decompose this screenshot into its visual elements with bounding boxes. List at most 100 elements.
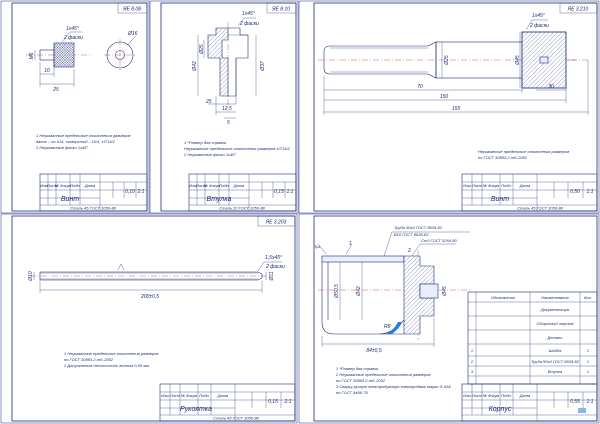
sheet-3[interactable]: ЯЕ 3.210 70 150 155 (298, 0, 600, 214)
sheet-5-part-body (317, 231, 470, 347)
sheet-4-dim-chamfer: 1,5х45° (265, 255, 282, 261)
sheet-3-stamp-h1: Изм (463, 183, 471, 188)
selection-marker (578, 408, 586, 413)
sheet-5-note-2: 2 Неуказанные предельные отклонения разм… (335, 372, 431, 377)
sheet-1-dim-chamfer-count: 2 фаски (63, 35, 83, 41)
sheet-4-stamp-h4: Подп (199, 393, 209, 398)
sheet-3-dim-l2: 150 (440, 94, 449, 100)
sheet-3-note-2: по ГОСТ 30893.2-mK-2002 (478, 155, 528, 160)
sheet-5-spec-row-4-pos: 1 (471, 348, 473, 353)
sheet-3-note-1: Неуказанные предельные отклонения размер… (478, 149, 569, 154)
sheet-5-note-5: по ГОСТ 9466-75 (336, 390, 368, 395)
sheet-1-code: ЯЕ 8.08 (122, 7, 141, 13)
sheet-2-dim-outer: Ø42 (192, 61, 198, 72)
sheet-1-stamp-h1: Изм (40, 183, 48, 188)
sheet-3-stamp-h2: Лист (471, 183, 483, 188)
sheet-5-spec-row-6-name: Втулка (548, 369, 563, 374)
sheet-5-stamp-h2: Лист (471, 393, 483, 398)
sheet-3-dim-chamfer: 1х45° (532, 13, 545, 19)
sheet-5[interactable]: Труба 50х4 ГОСТ 8639-82 В10 ГОСТ 8639-82… (298, 213, 600, 424)
sheet-3-title: Винт (491, 196, 509, 203)
sheet-3-stamp-h3: № докум (483, 183, 500, 188)
sheet-3-title-block (461, 173, 598, 212)
sheet-5-spec-row-4-qty: 1 (587, 348, 589, 353)
sheet-1-stamp-h3: № докум (55, 183, 72, 188)
sheet-5-dim-d1: Ø50,5 (334, 284, 340, 299)
sheet-5-stamp-h1: Изм (463, 393, 471, 398)
sheet-5-stamp-h5: Дата (519, 393, 531, 398)
sheet-5-scale: 1:1 (587, 399, 594, 405)
sheet-5-title: Корпус (489, 406, 512, 413)
sheet-1[interactable]: ЯЕ 8.08 25 10 М6 1х45° 2 фаски Ø16 (0, 0, 150, 214)
sheet-5-spec-head-qty: Кол. (584, 295, 592, 300)
sheet-1-dim-shank: 10 (44, 68, 50, 74)
sheet-5-outer (298, 213, 600, 424)
sheet-1-dim-length: 25 (52, 87, 59, 93)
sheet-2-dim-len3: 5 (227, 120, 230, 126)
sheet-1-dim-thread: М6 (29, 52, 35, 59)
sheet-1-code-box (117, 2, 148, 14)
sheet-5-frame (313, 215, 598, 422)
sheet-4-frame (11, 215, 296, 422)
sheet-2-note-3: 2 Неуказанные фаски 1х45° (183, 152, 237, 157)
sheet-3-dim-chamfer-count: 2 фаски (529, 23, 549, 29)
sheet-5-callout-tr: Тр1 (314, 244, 321, 249)
sheet-2-dim-chamfer: 1х45° (242, 11, 255, 17)
sheet-3-part-screw (318, 19, 589, 115)
sheet-4-title: Рукоятка (180, 406, 212, 413)
sheet-4-mass: 0,15 (268, 399, 278, 405)
sheet-5-note-4: 3 Сварку ручную электродуговую электрода… (336, 384, 451, 389)
sheet-4-title-block (159, 383, 296, 422)
sheet-3-stamp-h4: Подп (501, 183, 511, 188)
sheet-3-mass: 0,50 (570, 189, 580, 195)
table-row: Документация (540, 307, 570, 312)
table-row: Сборочный чертеж (537, 321, 574, 326)
sheet-3-stamp-h5: Дата (519, 183, 531, 188)
sheet-4-stamp-h5: Дата (217, 393, 229, 398)
sheet-2-dim-len: 25 (205, 99, 212, 105)
sheet-5-dim-d3: Ø45 (442, 286, 448, 297)
sheet-5-spec-row-2-name: Сборочный чертеж (537, 321, 574, 326)
sheet-2-dim-right: Ø37 (260, 61, 266, 72)
sheet-5-pos-1: 1 (349, 241, 352, 247)
sheet-1-stamp-h5: Дата (84, 183, 96, 188)
sheet-5-title-block (461, 383, 598, 422)
sheet-1-part-screw (26, 31, 137, 87)
sheet-5-stamp-h4: Подп (501, 393, 511, 398)
sheet-5-note-3: по ГОСТ 30893.2-mK-2002 (336, 378, 386, 383)
sheet-1-note-3: 2 Неуказанные фаски 1х45° (35, 145, 89, 150)
sheet-2-part-bushing (197, 17, 257, 119)
sheet-4-note-1: 1 Неуказанные предельные отклонения разм… (64, 351, 159, 356)
sheet-3-code-box (559, 2, 598, 14)
sheet-3-material: Сталь 45 ГОСТ 1050-88 (517, 206, 563, 211)
sheet-4-note-2: по ГОСТ 30893.2-mK-2002 (64, 357, 114, 362)
sheet-5-spec-head-code: Обозначение (491, 295, 516, 300)
sheet-1-material: Сталь 45 ГОСТ 1050-88 (70, 206, 116, 211)
sheet-2-dim-len2: 12,5 (222, 106, 232, 112)
sheet-5-dim-length: 84±0,5 (366, 348, 381, 354)
sheet-4[interactable]: ЯЕ 3.203 200±0,5 Ø10 Ø11 1,5х45° 2 фаски… (0, 213, 298, 424)
sheet-2-note-2: Неуказанные предельные отклонения размер… (184, 146, 291, 151)
sheet-1-scale: 2:1 (137, 189, 145, 195)
sheet-2-stamp-h1: Изм (189, 183, 197, 188)
sheet-3-dim-d1: Ø25 (444, 55, 450, 66)
sheet-2-title: Втулка (207, 196, 232, 203)
sheet-4-dim-d1: Ø10 (28, 271, 34, 282)
sheet-2-dim-inner: Ø25 (199, 44, 205, 55)
sheet-1-dim-hole: Ø16 (127, 31, 138, 37)
sheet-4-dim-length: 200±0,5 (140, 294, 159, 300)
sheet-1-stamp-h4: Подп (70, 183, 80, 188)
sheet-4-part-handle (30, 261, 282, 293)
sheet-1-frame (11, 2, 148, 212)
sheet-4-material: Сталь 45 ГОСТ 1050-88 (213, 416, 259, 421)
sheet-5-spec-row-5-qty: 1 (587, 359, 589, 364)
sheet-3-code: ЯЕ 3.210 (567, 7, 589, 13)
sheet-4-scale: 2:1 (284, 399, 292, 405)
sheet-2[interactable]: ЯЕ 8.10 Ø42 Ø25 Ø37 25 12,5 5 1х45° 2 (149, 0, 299, 214)
table-row: Детали (547, 335, 564, 340)
sheet-1-dim-chamfer: 1х45° (66, 26, 79, 32)
sheet-4-stamp-h2: Лист (169, 393, 181, 398)
sheet-1-note-1: 1 Неуказанные предельные отклонения разм… (36, 133, 131, 138)
sheet-2-scale: 1:1 (287, 189, 294, 195)
sheet-2-stamp-h3: № докум (204, 183, 221, 188)
